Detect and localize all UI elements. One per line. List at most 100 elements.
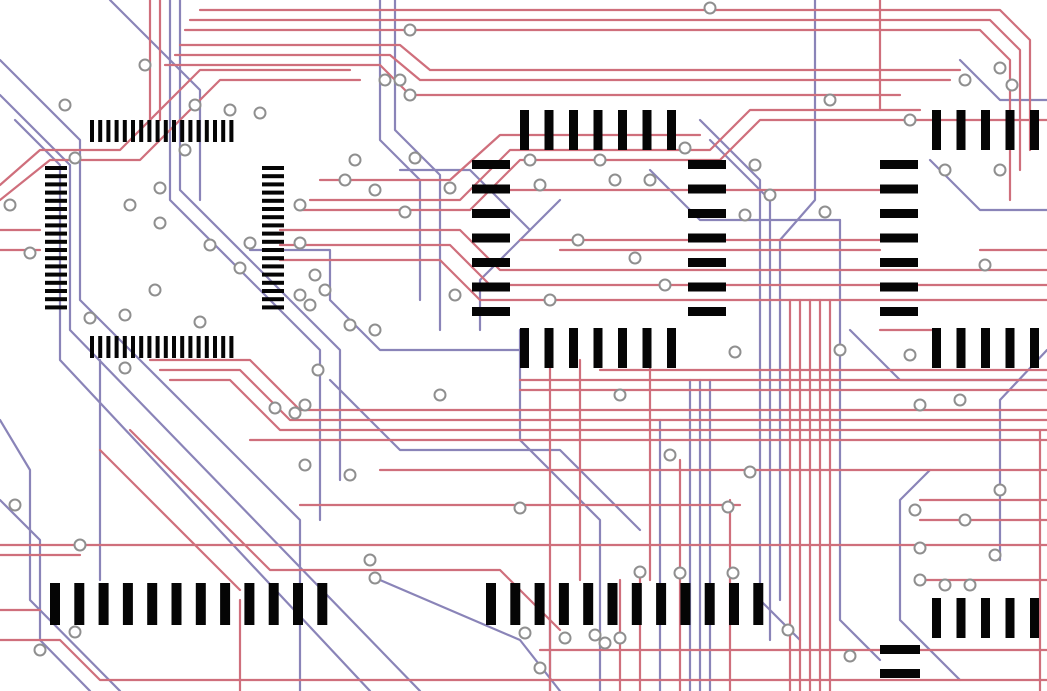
via xyxy=(988,548,1002,562)
via xyxy=(368,323,382,337)
via xyxy=(658,278,672,292)
via xyxy=(233,261,247,275)
via xyxy=(593,153,607,167)
via xyxy=(33,643,47,657)
via xyxy=(518,626,532,640)
pad xyxy=(956,110,966,150)
pad xyxy=(880,160,918,169)
via xyxy=(83,311,97,325)
pad xyxy=(642,328,652,368)
pad xyxy=(688,233,726,243)
pad xyxy=(122,336,127,358)
pad xyxy=(880,669,920,678)
pad xyxy=(262,256,284,261)
pad xyxy=(262,231,284,236)
pad xyxy=(880,282,918,292)
via xyxy=(153,216,167,230)
pad xyxy=(688,209,726,218)
trace xyxy=(248,248,522,352)
pad xyxy=(155,120,160,142)
via xyxy=(338,173,352,187)
trace xyxy=(168,378,1047,432)
trace xyxy=(0,93,422,691)
via xyxy=(763,188,777,202)
via xyxy=(913,398,927,412)
pad xyxy=(472,184,510,194)
pad xyxy=(98,336,103,358)
via xyxy=(703,1,717,15)
pad xyxy=(981,110,990,150)
pad xyxy=(204,120,209,142)
pad xyxy=(1005,328,1015,368)
via xyxy=(588,628,602,642)
via xyxy=(958,513,972,527)
pad xyxy=(45,198,67,203)
pad xyxy=(180,336,185,358)
trace xyxy=(108,0,202,202)
via xyxy=(8,498,22,512)
pad xyxy=(45,239,67,244)
via xyxy=(781,623,795,637)
pad xyxy=(180,120,185,142)
pad xyxy=(106,120,111,142)
pad xyxy=(520,110,529,150)
pad xyxy=(196,336,201,358)
trace xyxy=(158,368,1047,422)
pad xyxy=(45,248,67,252)
via xyxy=(513,501,527,515)
pad xyxy=(956,598,966,638)
via xyxy=(613,631,627,645)
via xyxy=(533,661,547,675)
pad xyxy=(45,207,67,211)
via xyxy=(23,246,37,260)
pad xyxy=(486,583,496,625)
via xyxy=(663,448,677,462)
trace xyxy=(378,0,422,302)
via xyxy=(298,398,312,412)
pad xyxy=(45,272,67,277)
pad xyxy=(880,258,918,267)
pad xyxy=(1030,110,1039,150)
pad xyxy=(268,583,279,625)
pad xyxy=(171,583,182,625)
pad xyxy=(583,583,594,625)
via xyxy=(993,483,1007,497)
pad xyxy=(472,233,510,243)
via xyxy=(678,141,692,155)
trace xyxy=(278,243,1047,287)
via xyxy=(68,151,82,165)
pad xyxy=(147,336,152,358)
pad xyxy=(139,120,144,142)
pad xyxy=(139,336,144,358)
via xyxy=(138,58,152,72)
via xyxy=(963,578,977,592)
pad xyxy=(122,120,127,142)
pad xyxy=(631,583,642,625)
via xyxy=(748,158,762,172)
via xyxy=(938,578,952,592)
pad xyxy=(1030,598,1039,638)
via xyxy=(843,649,857,663)
pad xyxy=(45,182,67,187)
pad xyxy=(880,209,918,218)
pad xyxy=(544,328,554,368)
pad xyxy=(544,110,554,150)
pad xyxy=(114,336,119,358)
trace xyxy=(308,108,922,202)
via xyxy=(68,625,82,639)
via xyxy=(311,363,325,377)
pad xyxy=(558,583,569,625)
pad xyxy=(98,120,103,142)
via xyxy=(398,205,412,219)
via xyxy=(448,288,462,302)
pad xyxy=(106,336,111,358)
trace xyxy=(173,53,952,82)
trace xyxy=(0,68,352,187)
pad xyxy=(317,583,328,625)
pad xyxy=(753,583,764,625)
via xyxy=(571,233,585,247)
pad xyxy=(704,583,715,625)
pad xyxy=(131,120,135,142)
via xyxy=(913,573,927,587)
pad xyxy=(262,215,284,220)
